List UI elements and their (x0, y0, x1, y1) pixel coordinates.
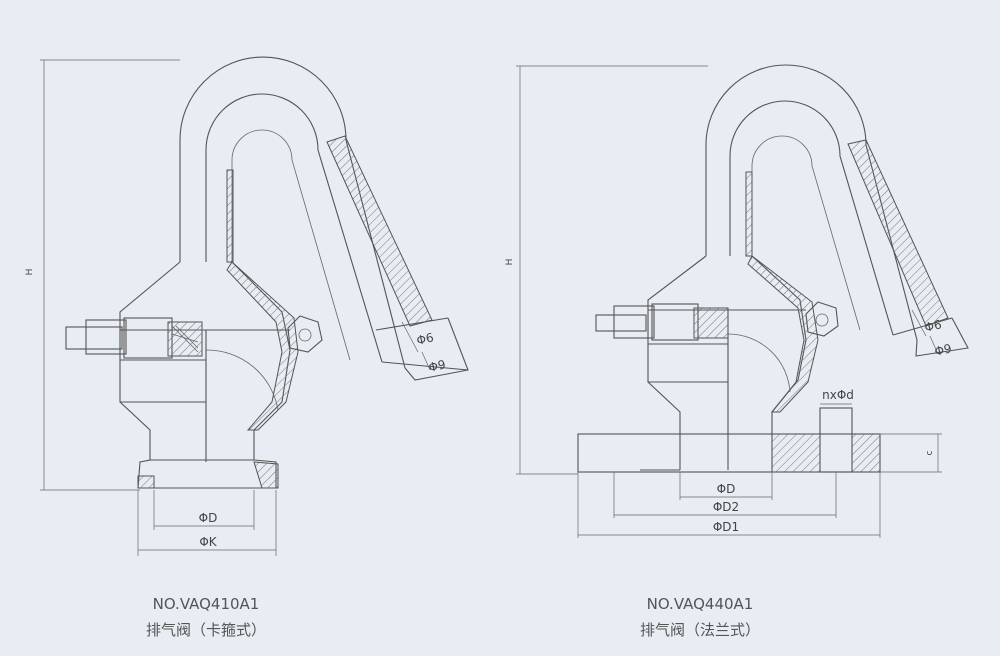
valve-b-dim-c: c (880, 433, 942, 473)
valve-b-flange (577, 407, 881, 473)
valve-b-dim-holes: nxΦd (820, 388, 854, 405)
valve-b-dim-tube: Φ6 Φ9 (911, 309, 953, 359)
valve-a-label-d: ΦD (199, 511, 218, 525)
valve-a-model: NO.VAQ410A1 (152, 595, 260, 613)
valve-a-label-phi6: Φ6 (415, 330, 435, 347)
valve-a-dim-tube: Φ6 Φ9 (401, 321, 447, 375)
valve-a-label-k: ΦK (199, 535, 217, 549)
valve-b-label-phi9: Φ9 (933, 341, 953, 358)
valve-b-label-d1: ΦD1 (713, 520, 739, 534)
valve-b-label-d2: ΦD2 (713, 500, 739, 514)
valve-b-label-nxd: nxΦd (822, 388, 854, 402)
valve-b-model: NO.VAQ440A1 (646, 595, 754, 613)
valve-b-dim-bottom: ΦD ΦD2 ΦD1 (577, 472, 881, 538)
valve-a-stem (65, 317, 203, 359)
valve-a-caption: NO.VAQ410A1 排气阀（卡箍式） (76, 591, 336, 643)
valve-a-label-phi9: Φ9 (427, 357, 447, 374)
valve-a-name: 排气阀（卡箍式） (145, 621, 266, 639)
valve-a-body (119, 261, 299, 489)
valve-b-stem (595, 303, 729, 341)
valve-a-dim-h: H (25, 59, 180, 491)
valve-a-label-h: H (25, 269, 35, 276)
valve-a-plug (287, 315, 323, 353)
valve-b-label-d: ΦD (717, 482, 736, 496)
valve-b-plug (805, 301, 839, 337)
valve-b-dim-h: H (505, 65, 708, 475)
valve-b-label-phi6: Φ6 (923, 317, 943, 334)
valve-a-dim-bottom: ΦD ΦK (137, 490, 277, 556)
valve-b-label-c: c (925, 450, 935, 455)
valve-b-label-h: H (505, 259, 515, 266)
valve-b-drawing: H Φ6 Φ9 nxΦd c (505, 64, 969, 538)
valve-b-caption: NO.VAQ440A1 排气阀（法兰式） (570, 591, 830, 643)
valve-a-gooseneck (179, 56, 469, 381)
valve-a-drawing: H Φ6 Φ9 ΦD ΦK (25, 56, 469, 556)
valve-b-name: 排气阀（法兰式） (639, 621, 760, 639)
